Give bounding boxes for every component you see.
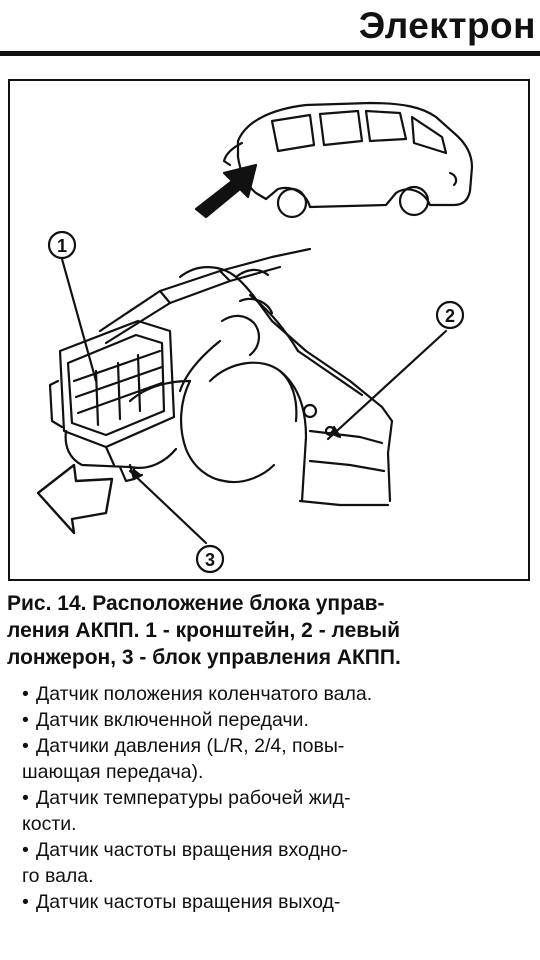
bullet-icon: • xyxy=(22,735,29,757)
engine-bay-structure xyxy=(98,247,394,507)
tcm-module xyxy=(48,319,178,483)
list-item: •Датчик частоты вращения входно- го вала… xyxy=(22,839,348,887)
callout-1: 1 xyxy=(47,230,77,260)
page-title: Электрон xyxy=(358,5,536,46)
list-item: •Датчики давления (L/R, 2/4, повы- шающа… xyxy=(22,735,345,783)
direction-arrow-outline xyxy=(36,463,114,535)
list-item: •Датчик частоты вращения выход- xyxy=(22,891,341,913)
callout-leaders xyxy=(60,257,448,545)
caption-line: Рис. 14. Расположение блока управ- xyxy=(7,592,385,615)
callout-3: 3 xyxy=(195,544,225,574)
sensor-list: •Датчик положения коленчатого вала. •Дат… xyxy=(22,681,528,915)
bullet-icon: • xyxy=(22,787,29,809)
bullet-icon: • xyxy=(22,891,29,913)
header-rule xyxy=(0,51,540,56)
callout-3-label: 3 xyxy=(205,550,215,570)
caption-line: лонжерон, 3 - блок управления АКПП. xyxy=(7,646,401,669)
bullet-icon: • xyxy=(22,839,29,861)
car-silhouette xyxy=(222,101,474,219)
figure-illustration: 1 2 3 xyxy=(8,79,530,581)
figure-caption: Рис. 14. Расположение блока управ- ления… xyxy=(7,590,535,671)
caption-line: ления АКПП. 1 - кронштейн, 2 - левый xyxy=(7,619,401,642)
engine-bay-drawing: 1 2 3 xyxy=(36,101,474,574)
callout-1-label: 1 xyxy=(57,236,67,256)
callout-2-label: 2 xyxy=(445,306,455,326)
bullet-icon: • xyxy=(22,683,29,705)
list-item: •Датчик температуры рабочей жид- кости. xyxy=(22,787,351,835)
list-item: •Датчик положения коленчатого вала. xyxy=(22,683,373,705)
bullet-icon: • xyxy=(22,709,29,731)
callout-2: 2 xyxy=(435,300,465,330)
list-item: •Датчик включенной передачи. xyxy=(22,709,309,731)
direction-arrow-solid xyxy=(194,163,258,219)
